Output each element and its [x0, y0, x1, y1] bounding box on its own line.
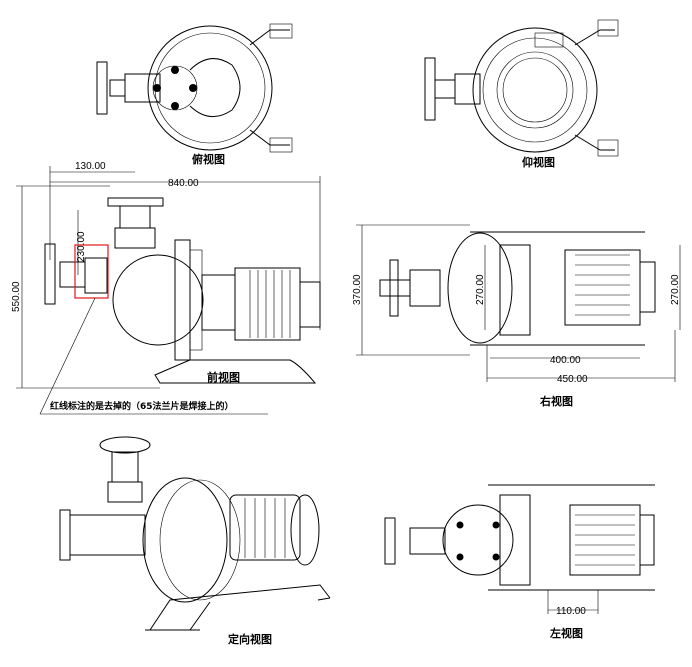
dim-270-right: 270.00 [670, 274, 681, 305]
annotation-note: 红线标注的是去掉的（65法兰片是焊接上的） [50, 400, 234, 412]
top-view: 俯视图 [96, 23, 293, 166]
bottom-view-label: 仰视图 [522, 155, 555, 169]
removed-part-highlight [74, 244, 109, 299]
top-view-label: 俯视图 [192, 152, 225, 166]
front-view: 130.00 840.00 230.00 550.00 前视图 红 [11, 161, 321, 415]
isometric-view: 定向视图 [59, 436, 331, 646]
right-view-label: 右视图 [539, 394, 573, 408]
left-view: 110.00 左视图 [384, 484, 655, 640]
dim-110: 110.00 [556, 606, 586, 617]
dim-230: 230.00 [76, 231, 87, 262]
front-view-label: 前视图 [207, 370, 240, 384]
right-view: 370.00 270.00 270.00 400.00 450.00 右视图 [352, 224, 681, 408]
left-view-label: 左视图 [549, 626, 583, 640]
dim-270-left: 270.00 [475, 274, 486, 305]
dim-130: 130.00 [75, 161, 106, 172]
dim-450: 450.00 [557, 374, 588, 385]
bottom-view: 仰视图 [424, 19, 619, 169]
dim-370: 370.00 [352, 274, 363, 305]
dim-400: 400.00 [550, 355, 581, 366]
isometric-view-label: 定向视图 [228, 632, 272, 646]
dim-840: 840.00 [168, 178, 199, 189]
dim-550: 550.00 [11, 281, 22, 312]
